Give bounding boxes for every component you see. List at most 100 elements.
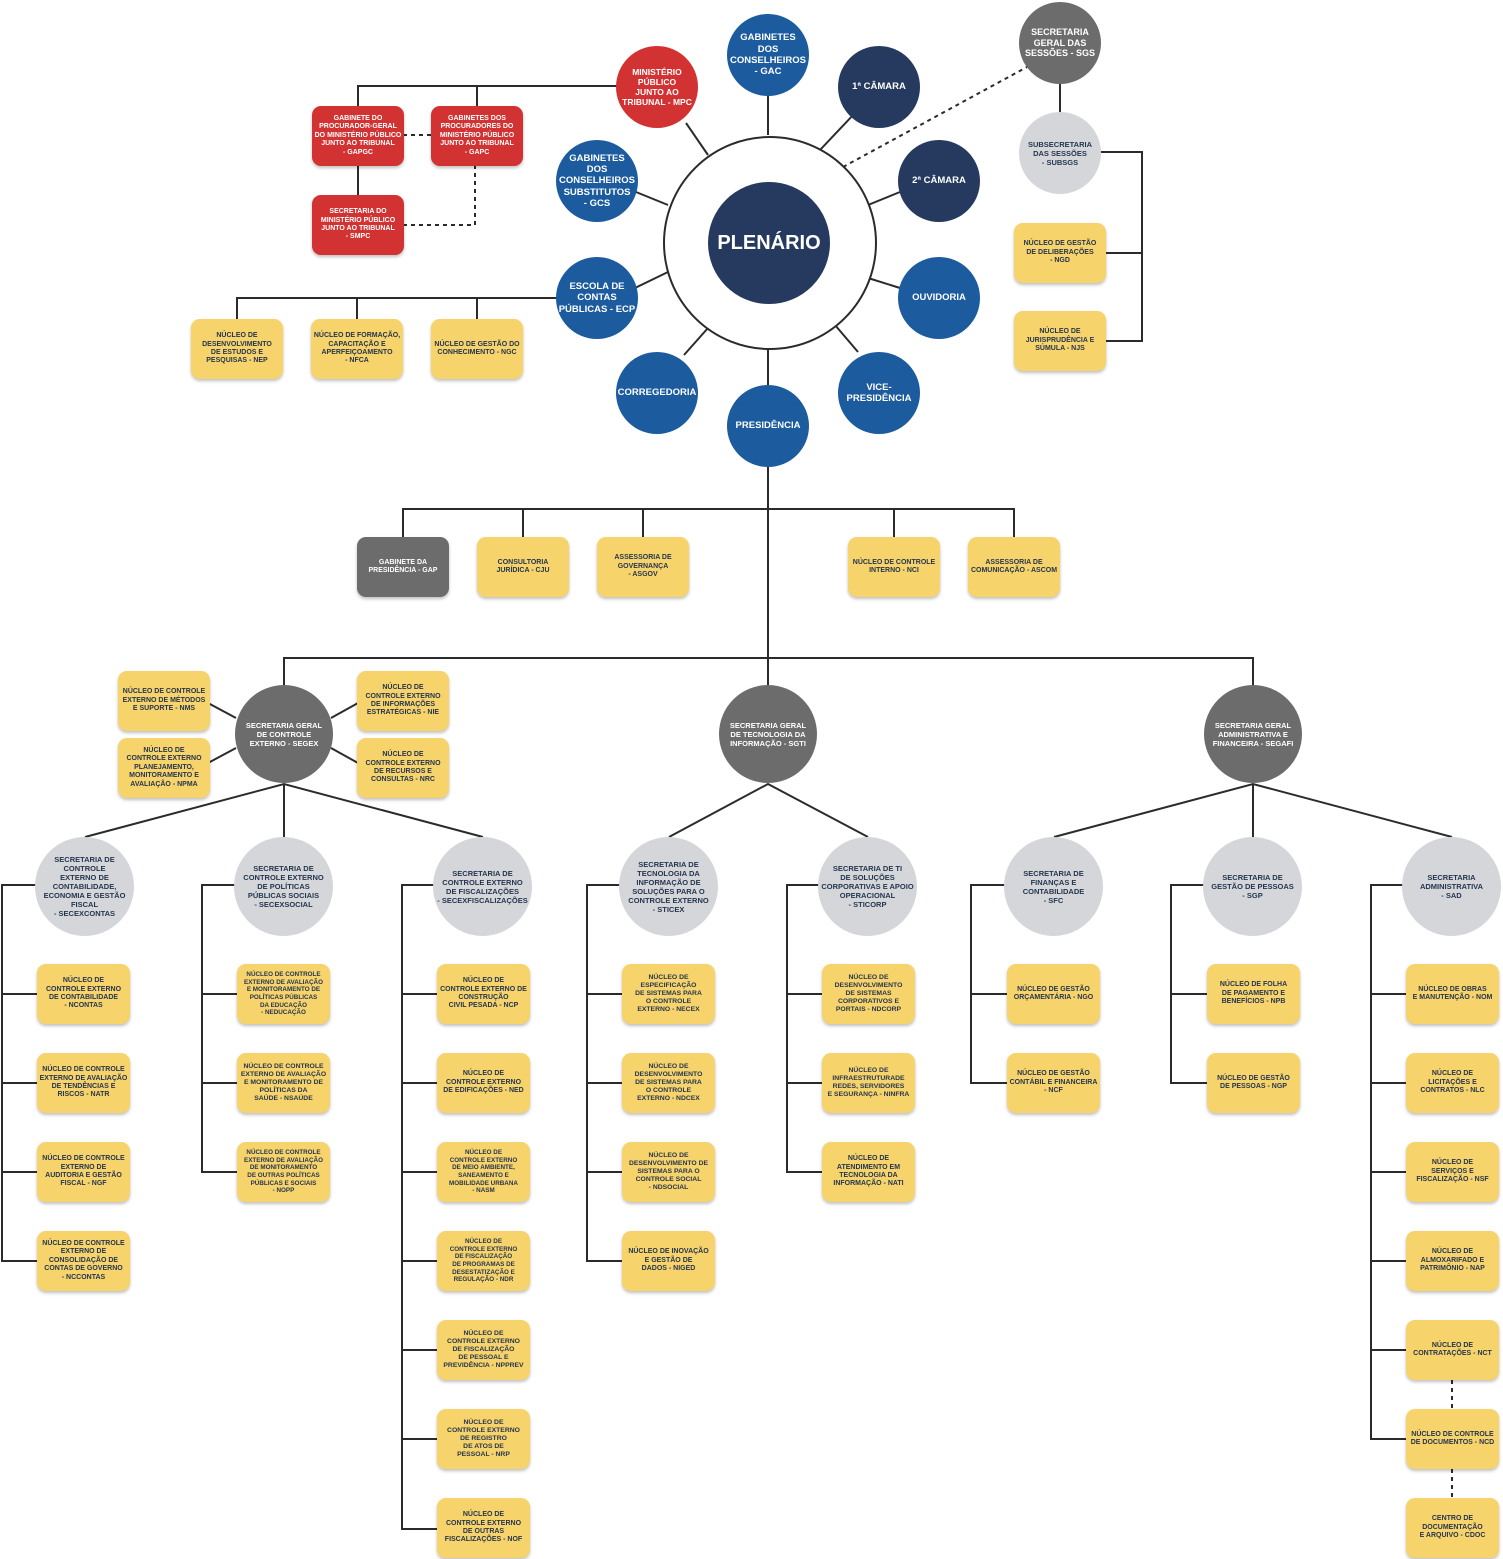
nom-label: NÚCLEO DE OBRAS E MANUTENÇÃO - NOM [1412,985,1493,1001]
sfc-node[interactable]: SECRETARIA DE FINANÇAS E CONTABILIDADE -… [1004,837,1103,936]
nep-box[interactable]: NÚCLEO DE DESENVOLVIMENTO DE ESTUDOS E P… [191,319,283,379]
secexcontas-node[interactable]: SECRETARIA DE CONTROLE EXTERNO DE CONTAB… [35,837,134,936]
nrp-box[interactable]: NÚCLEO DE CONTROLE EXTERNO DE REGISTRO D… [437,1409,530,1469]
ngd-box[interactable]: NÚCLEO DE GESTÃO DE DELIBERAÇÕES - NGD [1014,223,1106,283]
sticorp-node[interactable]: SECRETARIA DE TI DE SOLUÇÕES CORPORATIVA… [818,837,917,936]
nct-label: NÚCLEO DE CONTRATAÇÕES - NCT [1413,1341,1492,1357]
nie-label: NÚCLEO DE CONTROLE EXTERNO DE INFORMAÇÕE… [365,684,441,717]
vice-presidencia-node[interactable]: VICE- PRESIDÊNCIA [838,352,920,434]
neducacao-box[interactable]: NÚCLEO DE CONTROLE EXTERNO DE AVALIAÇÃO … [237,964,330,1024]
ned-label: NÚCLEO DE CONTROLE EXTERNO DE EDIFICAÇÕE… [443,1070,524,1095]
corregedoria-node[interactable]: CORREGEDORIA [616,352,698,434]
secexsocial-node[interactable]: SECRETARIA DE CONTROLE EXTERNO DE POLÍTI… [234,837,333,936]
niged-box[interactable]: NÚCLEO DE INOVAÇÃO E GESTÃO DE DADOS - N… [622,1231,715,1291]
ndcex-label: NÚCLEO DE DESENVOLVIMENTO DE SISTEMAS PA… [634,1062,703,1103]
nct-box[interactable]: NÚCLEO DE CONTRATAÇÕES - NCT [1406,1320,1499,1380]
nrc-box[interactable]: NÚCLEO DE CONTROLE EXTERNO DE RECURSOS E… [357,738,449,798]
natr-box[interactable]: NÚCLEO DE CONTROLE EXTERNO DE AVALIAÇÃO … [37,1053,130,1113]
nccontas-label: NÚCLEO DE CONTROLE EXTERNO DE CONSOLIDAÇ… [42,1240,125,1281]
ncf-label: NÚCLEO DE GESTÃO CONTÁBIL E FINANCEIRA -… [1009,1070,1098,1095]
ngp-box[interactable]: NÚCLEO DE GESTÃO DE PESSOAS - NGP [1207,1053,1300,1113]
gapc-box[interactable]: GABINETES DOS PROCURADORES DO MINISTÉRIO… [431,106,523,166]
necex-box[interactable]: NÚCLEO DE ESPECIFICAÇÃO DE SISTEMAS PARA… [622,964,715,1024]
nof-label: NÚCLEO DE CONTROLE EXTERNO DE OUTRAS FIS… [444,1511,523,1544]
ned-box[interactable]: NÚCLEO DE CONTROLE EXTERNO DE EDIFICAÇÕE… [437,1053,530,1113]
npprev-box[interactable]: NÚCLEO DE CONTROLE EXTERNO DE FISCALIZAÇ… [437,1320,530,1380]
segafi-label: SECRETARIA GERAL ADMINISTRATIVA E FINANC… [1212,720,1294,748]
cdoc-box[interactable]: CENTRO DE DOCUMENTAÇÃO E ARQUIVO - CDOC [1406,1498,1499,1558]
ngo-box[interactable]: NÚCLEO DE GESTÃO ORÇAMENTÁRIA - NGO [1007,964,1100,1024]
nfca-box[interactable]: NÚCLEO DE FORMAÇÃO, CAPACITAÇÃO E APERFE… [311,319,403,379]
ascom-box[interactable]: ASSESSORIA DE COMUNICAÇÃO - ASCOM [968,537,1060,597]
ncp-box[interactable]: NÚCLEO DE CONTROLE EXTERNO DE CONSTRUÇÃO… [437,964,530,1024]
ecp-label: ESCOLA DE CONTAS PÚBLICAS - ECP [558,280,636,315]
subsgs-label: SUBSECRETARIA DAS SESSÕES - SUBSGS [1027,139,1093,167]
nms-label: NÚCLEO DE CONTROLE EXTERNO DE MÉTODOS E … [122,688,206,713]
gap-box[interactable]: GABINETE DA PRESIDÊNCIA - GAP [357,537,449,597]
asgov-box[interactable]: ASSESSORIA DE GOVERNANÇA - ASGOV [597,537,689,597]
secexfiscalizacoes-node[interactable]: SECRETARIA DE CONTROLE EXTERNO DE FISCAL… [433,837,532,936]
ncd-label: NÚCLEO DE CONTROLE DE DOCUMENTOS - NCD [1410,1430,1495,1446]
presidencia-node[interactable]: PRESIDÊNCIA [727,385,809,467]
ncp-label: NÚCLEO DE CONTROLE EXTERNO DE CONSTRUÇÃO… [440,977,527,1010]
nsf-box[interactable]: NÚCLEO DE SERVIÇOS E FISCALIZAÇÃO - NSF [1406,1142,1499,1202]
ndcorp-label: NÚCLEO DE DESENVOLVIMENTO DE SISTEMAS CO… [834,973,903,1014]
necex-label: NÚCLEO DE ESPECIFICAÇÃO DE SISTEMAS PARA… [635,973,702,1014]
nasm-box[interactable]: NÚCLEO DE CONTROLE EXTERNO DE MEIO AMBIE… [437,1142,530,1202]
npb-box[interactable]: NÚCLEO DE FOLHA DE PAGAMENTO E BENEFÍCIO… [1207,964,1300,1024]
sgs-label: SECRETARIA GERAL DAS SESSÕES - SGS [1024,26,1096,59]
ndr-label: NÚCLEO DE CONTROLE EXTERNO DE FISCALIZAÇ… [449,1238,518,1284]
npma-box[interactable]: NÚCLEO DE CONTROLE EXTERNO PLANEJAMENTO,… [118,738,210,798]
nap-box[interactable]: NÚCLEO DE ALMOXARIFADO E PATRIMÔNIO - NA… [1406,1231,1499,1291]
ouvidoria-node[interactable]: OUVIDORIA [898,257,980,339]
nccontas-box[interactable]: NÚCLEO DE CONTROLE EXTERNO DE CONSOLIDAÇ… [37,1231,130,1291]
njs-box[interactable]: NÚCLEO DE JURISPRUDÊNCIA E SÚMULA - NJS [1014,311,1106,371]
ndcex-box[interactable]: NÚCLEO DE DESENVOLVIMENTO DE SISTEMAS PA… [622,1053,715,1113]
nopp-label: NÚCLEO DE CONTROLE EXTERNO DE AVALIAÇÃO … [244,1149,323,1195]
gcs-node[interactable]: GABINETES DOS CONSELHEIROS SUBSTITUTOS -… [556,140,638,222]
ndr-box[interactable]: NÚCLEO DE CONTROLE EXTERNO DE FISCALIZAÇ… [437,1231,530,1291]
nof-box[interactable]: NÚCLEO DE CONTROLE EXTERNO DE OUTRAS FIS… [437,1498,530,1558]
cdoc-label: CENTRO DE DOCUMENTAÇÃO E ARQUIVO - CDOC [1419,1515,1486,1540]
nrp-label: NÚCLEO DE CONTROLE EXTERNO DE REGISTRO D… [447,1418,520,1459]
sticex-node[interactable]: SECRETARIA DE TECNOLOGIA DA INFORMAÇÃO D… [619,837,718,936]
sad-node[interactable]: SECRETARIA ADMINISTRATIVA - SAD [1402,837,1501,936]
ecp-node[interactable]: ESCOLA DE CONTAS PÚBLICAS - ECP [556,257,638,339]
nati-box[interactable]: NÚCLEO DE ATENDIMENTO EM TECNOLOGIA DA I… [822,1142,915,1202]
plenario-node[interactable]: PLENÁRIO [708,182,830,304]
gac-node[interactable]: GABINETES DOS CONSELHEIROS - GAC [727,14,809,96]
ncf-box[interactable]: NÚCLEO DE GESTÃO CONTÁBIL E FINANCEIRA -… [1007,1053,1100,1113]
nopp-box[interactable]: NÚCLEO DE CONTROLE EXTERNO DE AVALIAÇÃO … [237,1142,330,1202]
gapgc-box[interactable]: GABINETE DO PROCURADOR-GERAL DO MINISTÉR… [312,106,404,166]
nom-box[interactable]: NÚCLEO DE OBRAS E MANUTENÇÃO - NOM [1406,964,1499,1024]
gapgc-label: GABINETE DO PROCURADOR-GERAL DO MINISTÉR… [314,115,402,156]
ngc-box[interactable]: NÚCLEO DE GESTÃO DO CONHECIMENTO - NGC [431,319,523,379]
nlc-box[interactable]: NÚCLEO DE LICITAÇÕES E CONTRATOS - NLC [1406,1053,1499,1113]
sgp-node[interactable]: SECRETARIA DE GESTÃO DE PESSOAS - SGP [1203,837,1302,936]
subsgs-node[interactable]: SUBSECRETARIA DAS SESSÕES - SUBSGS [1019,112,1101,194]
sticorp-label: SECRETARIA DE TI DE SOLUÇÕES CORPORATIVA… [821,864,914,909]
nrc-label: NÚCLEO DE CONTROLE EXTERNO DE RECURSOS E… [365,751,441,784]
sgti-node[interactable]: SECRETARIA GERAL DE TECNOLOGIA DA INFORM… [719,685,817,783]
ndcorp-box[interactable]: NÚCLEO DE DESENVOLVIMENTO DE SISTEMAS CO… [822,964,915,1024]
ngf-box[interactable]: NÚCLEO DE CONTROLE EXTERNO DE AUDITORIA … [37,1142,130,1202]
npma-label: NÚCLEO DE CONTROLE EXTERNO PLANEJAMENTO,… [126,747,202,788]
ncd-box[interactable]: NÚCLEO DE CONTROLE DE DOCUMENTOS - NCD [1406,1409,1499,1469]
neducacao-label: NÚCLEO DE CONTROLE EXTERNO DE AVALIAÇÃO … [244,971,323,1017]
mpc-node[interactable]: MINISTÉRIO PÚBLICO JUNTO AO TRIBUNAL - M… [616,46,698,128]
camara2-node[interactable]: 2ª CÂMARA [898,140,980,222]
sgs-node[interactable]: SECRETARIA GERAL DAS SESSÕES - SGS [1019,2,1101,84]
ninfra-box[interactable]: NÚCLEO DE INFRAESTRUTURADE REDES, SERVID… [822,1053,915,1113]
nci-box[interactable]: NÚCLEO DE CONTROLE INTERNO - NCI [848,537,940,597]
ndsocial-box[interactable]: NÚCLEO DE DESENVOLVIMENTO DE SISTEMAS PA… [622,1142,715,1202]
camara1-node[interactable]: 1ª CÂMARA [838,46,920,128]
segex-node[interactable]: SECRETARIA GERAL DE CONTROLE EXTERNO - S… [235,685,333,783]
ncontas-box[interactable]: NÚCLEO DE CONTROLE EXTERNO DE CONTABILID… [37,964,130,1024]
segafi-node[interactable]: SECRETARIA GERAL ADMINISTRATIVA E FINANC… [1204,685,1302,783]
nms-box[interactable]: NÚCLEO DE CONTROLE EXTERNO DE MÉTODOS E … [118,671,210,731]
nsaude-box[interactable]: NÚCLEO DE CONTROLE EXTERNO DE AVALIAÇÃO … [237,1053,330,1113]
smpc-box[interactable]: SECRETARIA DO MINISTÉRIO PÚBLICO JUNTO A… [312,195,404,255]
nie-box[interactable]: NÚCLEO DE CONTROLE EXTERNO DE INFORMAÇÕE… [357,671,449,731]
cju-box[interactable]: CONSULTORIA JURÍDICA - CJU [477,537,569,597]
